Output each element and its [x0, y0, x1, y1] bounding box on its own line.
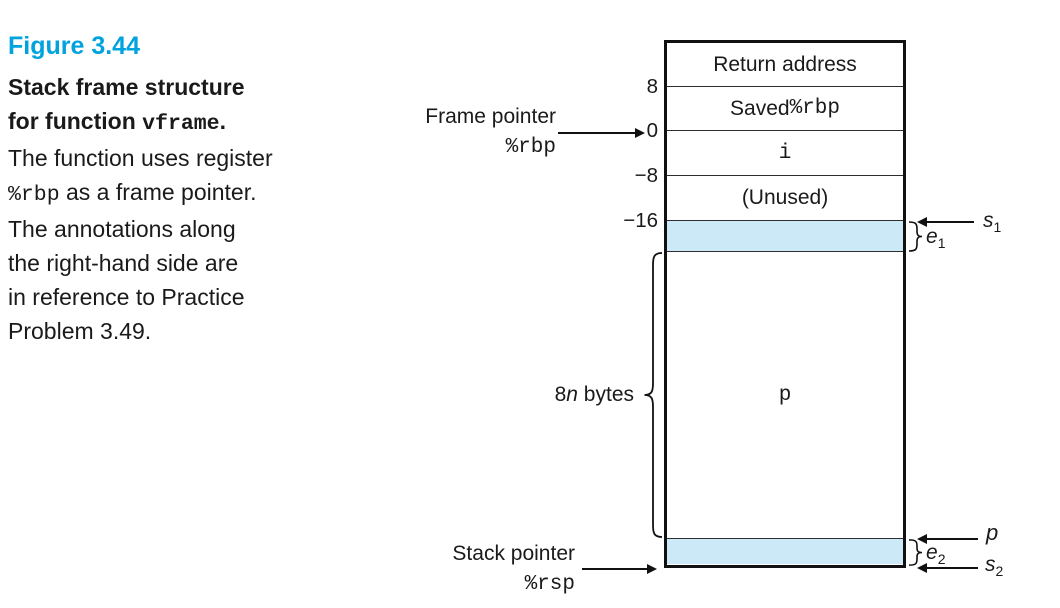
e2-brace	[908, 539, 923, 566]
e2-annotation: e2	[926, 541, 945, 567]
caption-body-line4: the right-hand side are	[8, 250, 239, 276]
s2-arrow	[917, 563, 978, 573]
offset-label-neg16: −16	[623, 209, 658, 232]
caption-body-line5: in reference to Practice	[8, 284, 245, 310]
offset-label-neg8: −8	[634, 164, 658, 187]
s2-annotation: s2	[985, 553, 1003, 579]
s1-annotation: s1	[983, 209, 1001, 235]
size-8-text: 8	[554, 383, 567, 406]
caption-title-line2-text: for function	[8, 108, 143, 134]
s2-subscript: 2	[995, 563, 1004, 579]
caption-title-line2: for function vframe.	[8, 104, 353, 141]
caption-title-line1: Stack frame structure	[8, 74, 245, 100]
caption-body-line2: %rbp as a frame pointer.	[8, 175, 353, 212]
offset-label-0: 0	[646, 119, 658, 142]
stack-row-return-address: Return address	[667, 43, 903, 87]
stack-row-i: i	[667, 131, 903, 176]
stack-frame-box: Return address Saved %rbp i (Unused) p	[664, 40, 906, 568]
figure-caption: Figure 3.44 Stack frame structure for fu…	[8, 30, 353, 348]
size-bytes-text: bytes	[577, 383, 634, 406]
p-annotation: p	[986, 520, 999, 545]
e2-subscript: 2	[937, 551, 946, 567]
caption-rbp-code: %rbp	[8, 183, 60, 207]
caption-body-line1: The function uses register	[8, 145, 273, 171]
frame-pointer-label: Frame pointer %rbp	[346, 101, 556, 163]
stack-row-p-array: p	[667, 252, 903, 539]
stack-pointer-text: Stack pointer	[452, 542, 575, 565]
i-variable-label: i	[778, 141, 792, 165]
size-n-italic: n	[566, 383, 578, 406]
unused-label: (Unused)	[741, 186, 829, 209]
e2-base: e	[926, 541, 938, 564]
caption-body-line6: Problem 3.49.	[8, 318, 152, 344]
figure-label: Figure 3.44	[8, 32, 140, 60]
stack-pointer-label: Stack pointer %rsp	[365, 538, 575, 600]
stack-pointer-register: %rsp	[524, 573, 575, 596]
p-variable-label: p	[778, 383, 792, 407]
frame-pointer-arrow	[558, 128, 645, 138]
s1-arrow	[917, 217, 974, 227]
caption-body-line3: The annotations along	[8, 216, 236, 242]
caption-vframe-code: vframe	[142, 112, 220, 136]
e1-brace	[908, 221, 923, 252]
e1-annotation: e1	[926, 225, 945, 251]
p-arrow	[917, 534, 978, 544]
stack-pointer-arrow	[582, 564, 657, 574]
saved-label: Saved	[730, 96, 790, 120]
stack-row-unused: (Unused)	[667, 176, 903, 221]
frame-pointer-text: Frame pointer	[425, 105, 556, 128]
stack-row-e2-padding	[667, 539, 903, 564]
e1-base: e	[926, 225, 938, 248]
caption-title-period: .	[219, 108, 226, 134]
stack-row-saved-rbp: Saved %rbp	[667, 87, 903, 131]
offset-label-8: 8	[646, 75, 658, 98]
p-region-brace	[644, 252, 663, 538]
s2-base: s	[985, 553, 996, 576]
stack-row-e1-padding	[667, 221, 903, 252]
return-address-label: Return address	[713, 52, 857, 76]
s1-subscript: 1	[993, 219, 1002, 235]
s1-base: s	[983, 209, 994, 232]
frame-pointer-register: %rbp	[505, 136, 556, 159]
e1-subscript: 1	[937, 235, 946, 251]
saved-rbp-code: %rbp	[789, 97, 840, 120]
size-8n-bytes-label: 8n bytes	[500, 383, 634, 407]
caption-body-line2-text: as a frame pointer.	[59, 179, 257, 205]
